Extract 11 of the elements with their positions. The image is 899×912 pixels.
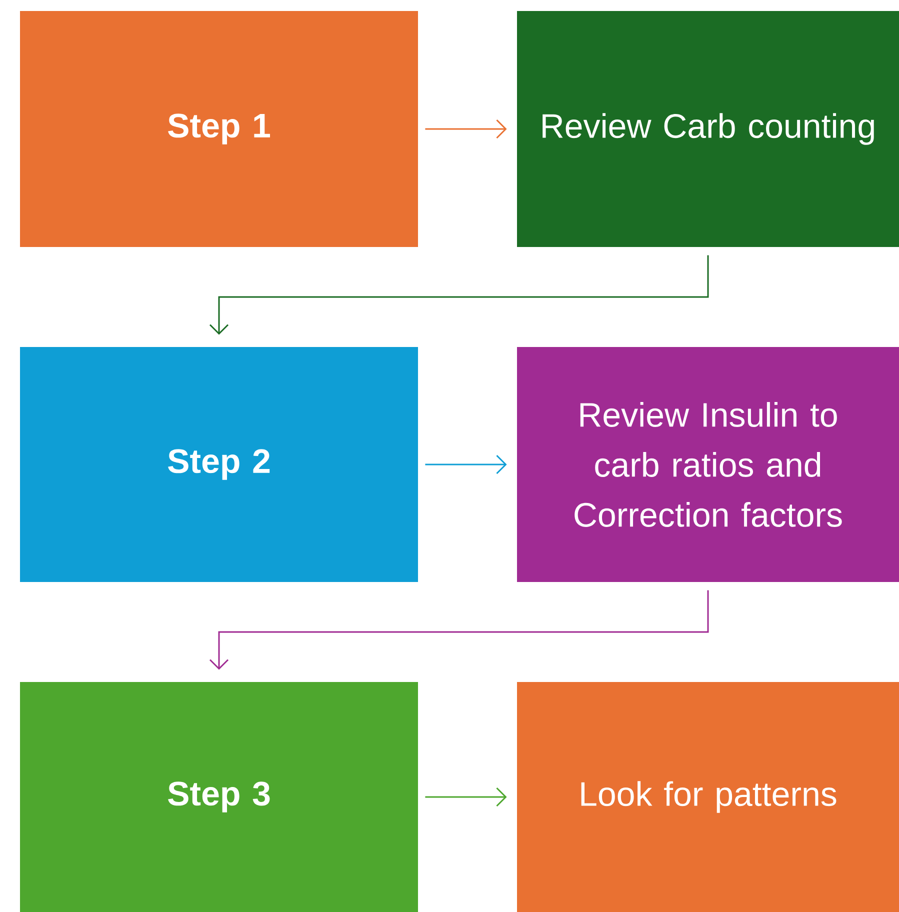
arrow	[425, 787, 507, 807]
arrow	[425, 119, 507, 139]
process-box: Step 2	[20, 347, 418, 582]
process-box: Review Insulin to carb ratios and Correction factors	[517, 347, 899, 582]
process-box: Step 3	[20, 682, 418, 912]
process-box: Review Carb counting	[517, 11, 899, 247]
process-box: Look for patterns	[517, 682, 899, 912]
arrow	[425, 454, 507, 474]
arrow	[209, 590, 709, 670]
arrow	[209, 255, 709, 335]
process-box: Step 1	[20, 11, 418, 247]
